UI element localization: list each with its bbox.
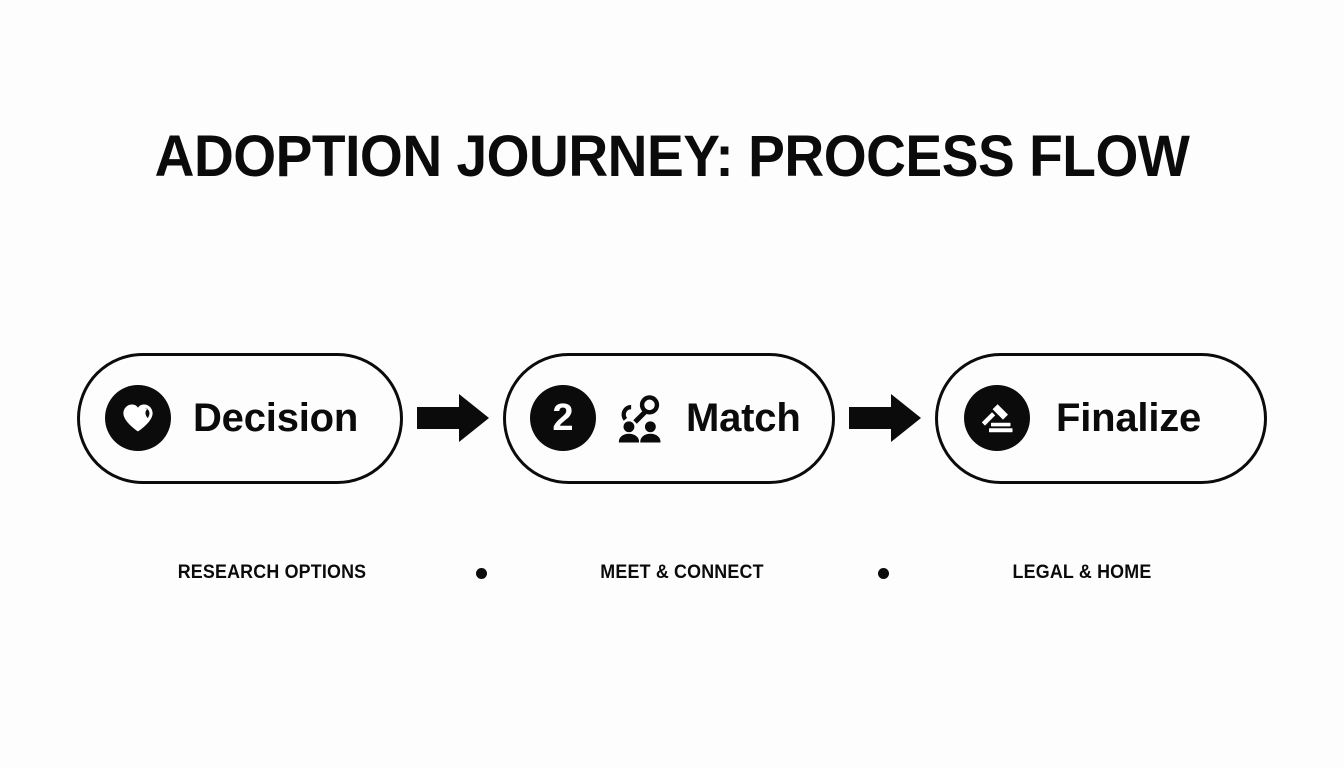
- caption-research-options: RESEARCH OPTIONS: [177, 562, 367, 583]
- gavel-icon: [964, 385, 1030, 451]
- arrow-right-icon: [417, 389, 489, 447]
- bullet-dot-icon: [823, 567, 943, 579]
- heart-icon: [105, 385, 171, 451]
- caption-legal-home: LEGAL & HOME: [1012, 562, 1152, 583]
- caption-meet-connect: MEET & CONNECT: [600, 562, 764, 583]
- flow-step-decision[interactable]: Decision: [77, 352, 403, 484]
- flow-step-label: Match: [686, 395, 801, 440]
- step-number: 2: [552, 397, 574, 439]
- people-connect-icon: [610, 389, 668, 447]
- flow-step-finalize[interactable]: Finalize: [935, 352, 1267, 484]
- bullet-dot-icon: [421, 567, 541, 579]
- flow-step-label: Finalize: [1056, 395, 1202, 440]
- page-title: ADOPTION JOURNEY: PROCESS FLOW: [154, 124, 1190, 189]
- process-flow-row: Decision 2: [0, 348, 1344, 488]
- arrow-right-icon: [849, 389, 921, 447]
- flow-step-label: Decision: [193, 395, 359, 440]
- step-number-badge: 2: [530, 385, 596, 451]
- flow-step-match[interactable]: 2 Match: [503, 352, 835, 484]
- step-captions-row: RESEARCH OPTIONS MEET & CONNECT LEGAL & …: [0, 558, 1344, 588]
